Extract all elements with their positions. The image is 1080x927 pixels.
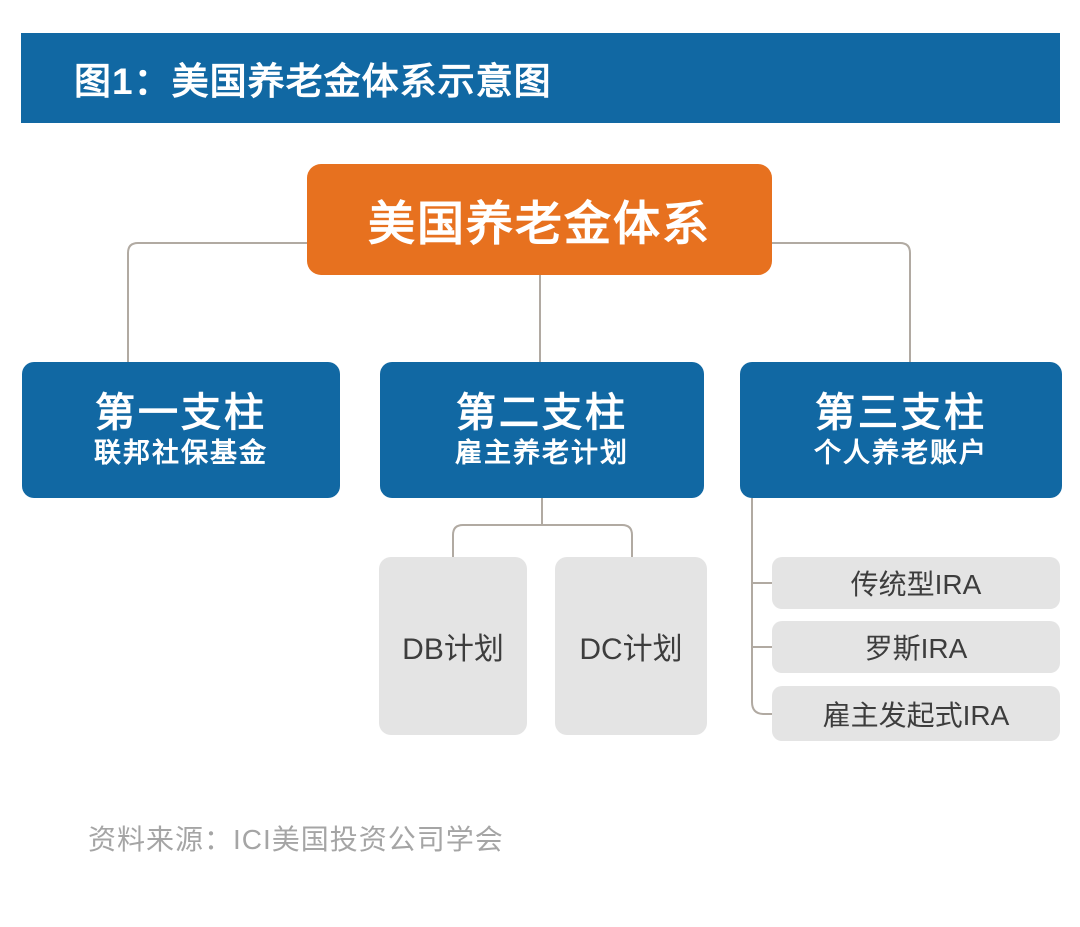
root-node: 美国养老金体系 <box>307 164 772 275</box>
pillar-1-title: 第一支柱 <box>95 391 267 435</box>
figure-title: 图1：美国养老金体系示意图 <box>74 61 552 102</box>
db-plan-node: DB计划 <box>379 557 527 735</box>
connector-pillar2-branch <box>452 524 633 557</box>
dc-plan-node: DC计划 <box>555 557 707 735</box>
connector-pillar3-trunk <box>751 498 772 715</box>
pillar-1-subtitle: 联邦社保基金 <box>94 438 268 468</box>
pillar-3-node: 第三支柱 个人养老账户 <box>740 362 1062 498</box>
employer-sponsored-ira-node: 雇主发起式IRA <box>772 686 1060 741</box>
traditional-ira-node: 传统型IRA <box>772 557 1060 609</box>
pillar-1-node: 第一支柱 联邦社保基金 <box>22 362 340 498</box>
figure-header: 图1：美国养老金体系示意图 <box>21 33 1060 123</box>
connector-root-pillar1 <box>127 242 307 362</box>
roth-ira-node: 罗斯IRA <box>772 621 1060 673</box>
roth-ira-label: 罗斯IRA <box>864 633 968 664</box>
pillar-2-subtitle: 雇主养老计划 <box>455 438 629 468</box>
root-node-label: 美国养老金体系 <box>368 197 711 250</box>
pillar-2-title: 第二支柱 <box>456 391 628 435</box>
pillar-2-node: 第二支柱 雇主养老计划 <box>380 362 704 498</box>
pillar-3-title: 第三支柱 <box>815 391 987 435</box>
db-plan-label: DB计划 <box>402 633 504 666</box>
dc-plan-label: DC计划 <box>579 633 683 666</box>
employer-sponsored-ira-label: 雇主发起式IRA <box>822 699 1010 731</box>
pillar-3-subtitle: 个人养老账户 <box>814 438 988 468</box>
connector-root-pillar3 <box>772 242 911 362</box>
traditional-ira-label: 传统型IRA <box>850 569 982 600</box>
source-note: 资料来源：ICI美国投资公司学会 <box>88 824 504 855</box>
